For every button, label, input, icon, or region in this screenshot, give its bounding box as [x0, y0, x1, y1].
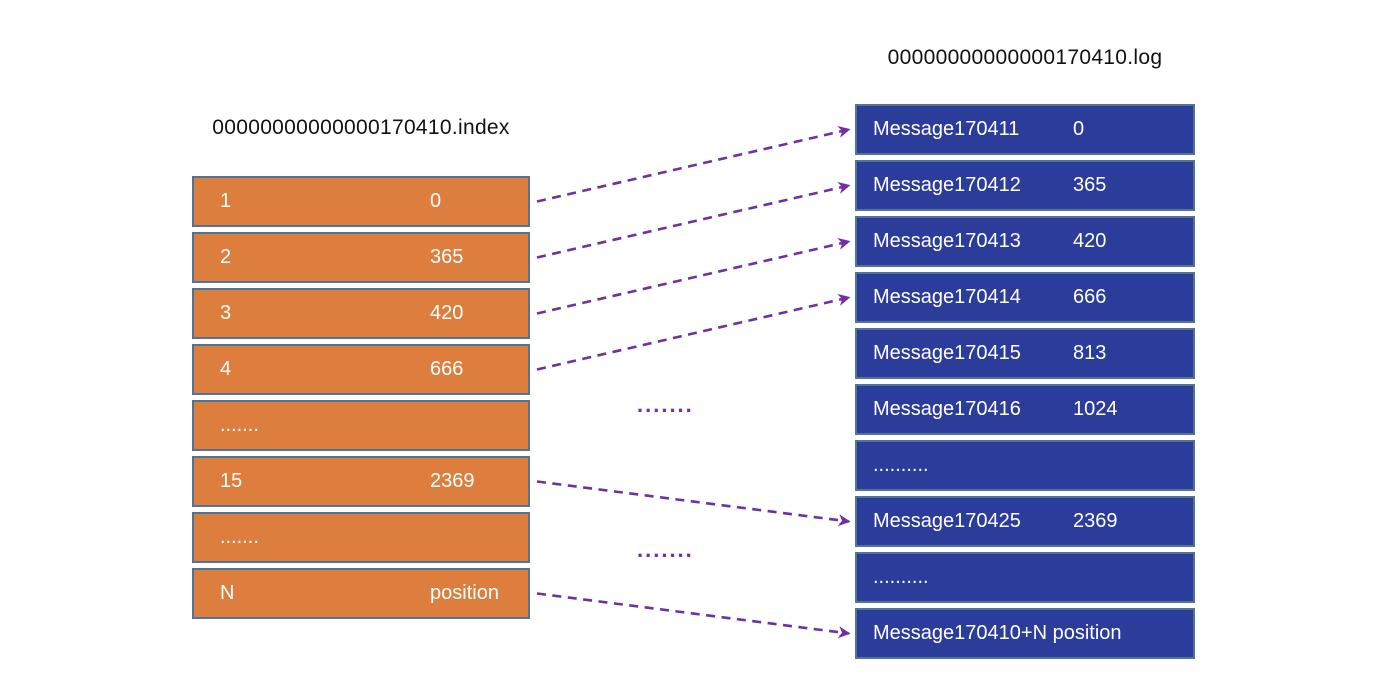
- index-position-cell: 420: [430, 302, 464, 324]
- index-offset-cell: 3: [220, 302, 232, 324]
- index-row: .......: [192, 512, 530, 563]
- log-message-cell: Message170416: [873, 398, 1021, 420]
- log-row: Message170414 666: [855, 272, 1195, 323]
- index-position-cell: 666: [430, 358, 464, 380]
- log-message-cell: ..........: [873, 566, 929, 588]
- index-row: .......: [192, 400, 530, 451]
- ellipsis-lower: .......: [637, 537, 694, 562]
- log-row: Message170413 420: [855, 216, 1195, 267]
- ellipsis-upper: .......: [637, 392, 694, 417]
- log-message-cell: Message170415: [873, 342, 1021, 364]
- log-position-cell: 813: [1073, 342, 1107, 364]
- log-row: Message170415 813: [855, 328, 1195, 379]
- log-row: Message170411 0: [855, 104, 1195, 155]
- log-row: ..........: [855, 440, 1195, 491]
- index-offset-cell: 2: [220, 246, 232, 268]
- log-position-cell: 0: [1073, 118, 1085, 140]
- log-position-cell: 365: [1073, 174, 1107, 196]
- log-position-cell: 666: [1073, 286, 1107, 308]
- log-file-title: 00000000000000170410.log: [887, 46, 1163, 69]
- index-offset-cell: .......: [220, 414, 259, 436]
- index-offset-cell: 1: [220, 190, 232, 212]
- index-row: 4 666: [192, 344, 530, 395]
- log-message-cell: Message170414: [873, 286, 1021, 308]
- index-offset-cell: 15: [220, 470, 243, 492]
- log-position-cell: 2369: [1073, 510, 1118, 532]
- index-offset-cell: N: [220, 582, 235, 604]
- log-row: Message170425 2369: [855, 496, 1195, 547]
- log-row: Message170412 365: [855, 160, 1195, 211]
- index-position-cell: 365: [430, 246, 464, 268]
- index-row: 3 420: [192, 288, 530, 339]
- index-position-cell: 2369: [430, 470, 475, 492]
- log-message-cell: Message170425: [873, 510, 1021, 532]
- index-row: 15 2369: [192, 456, 530, 507]
- log-message-cell: Message170410+N position: [873, 622, 1122, 644]
- index-position-cell: 0: [430, 190, 442, 212]
- index-offset-cell: .......: [220, 526, 259, 548]
- log-message-cell: Message170413: [873, 230, 1021, 252]
- log-message-cell: Message170411: [873, 118, 1020, 140]
- log-position-cell: 1024: [1073, 398, 1118, 420]
- index-row: 2 365: [192, 232, 530, 283]
- index-file-title: 00000000000000170410.index: [212, 116, 510, 139]
- log-row: Message170416 1024: [855, 384, 1195, 435]
- log-message-cell: ..........: [873, 454, 929, 476]
- log-row: ..........: [855, 552, 1195, 603]
- index-offset-cell: 4: [220, 358, 232, 380]
- log-message-cell: Message170412: [873, 174, 1021, 196]
- index-position-cell: position: [430, 582, 499, 604]
- log-position-cell: 420: [1073, 230, 1107, 252]
- log-row: Message170410+N position: [855, 608, 1195, 659]
